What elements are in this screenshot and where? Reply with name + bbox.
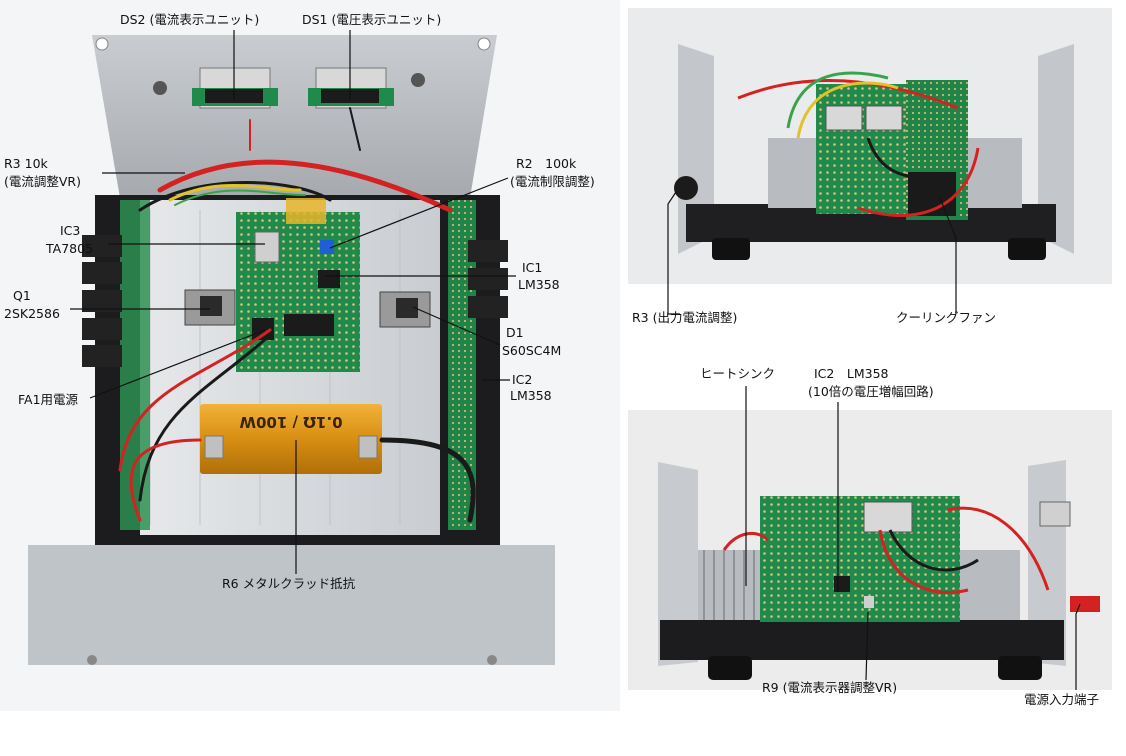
label-q1-name: Q1 xyxy=(13,288,31,303)
label-r2-value: R2 100k xyxy=(516,156,577,171)
label-heatsink: ヒートシンク xyxy=(700,366,775,381)
top-right-label-layer: R3 (出力電流調整) クーリングファン xyxy=(632,310,996,325)
resistor-marking: 0.1Ω / 100W xyxy=(239,413,343,431)
ic1-chip xyxy=(318,270,340,288)
label-fa1: FA1用電源 xyxy=(18,392,79,407)
chassis-front xyxy=(660,620,1064,660)
label-ic2-right-name: IC2 LM358 xyxy=(814,366,889,381)
label-r6: R6 メタルクラッド抵抗 xyxy=(222,576,356,591)
label-d1-part: S60SC4M xyxy=(502,343,561,358)
r9-trimmer xyxy=(864,596,874,608)
r3-knob xyxy=(674,176,698,200)
label-ic3-part: TA7805 xyxy=(45,241,93,256)
label-ic2-part: LM358 xyxy=(510,388,552,403)
label-ds2: DS2 (電流表示ユニット) xyxy=(120,12,259,27)
label-cooling-fan: クーリングファン xyxy=(896,310,996,325)
r2-trimmer xyxy=(320,240,334,254)
ic2-amplifier-board xyxy=(760,496,960,622)
connector-header xyxy=(284,314,334,336)
label-q1-part: 2SK2586 xyxy=(4,306,60,321)
ic3-regulator xyxy=(254,231,280,263)
back-panel xyxy=(92,35,497,198)
label-r2-desc: (電流制限調整) xyxy=(510,174,595,189)
power-supply-front-view xyxy=(628,410,1112,690)
label-d1-name: D1 xyxy=(506,325,524,340)
label-ic1-name: IC1 xyxy=(522,260,542,275)
label-ic2-right-desc: (10倍の電圧増幅回路) xyxy=(808,384,934,399)
bottom-right-label-layer: ヒートシンク IC2 LM358 (10倍の電圧増幅回路) R9 (電流表示器調… xyxy=(700,366,1099,707)
power-supply-top-view: 0.1Ω / 100W DS2 (電流表示ユニット) DS1 (電圧表示ユニット… xyxy=(0,0,620,711)
label-ic1-part: LM358 xyxy=(518,277,560,292)
control-board-rear xyxy=(816,84,906,214)
label-power-terminal: 電源入力端子 xyxy=(1024,692,1099,707)
power-supply-rear-view xyxy=(628,8,1112,284)
label-r3-output: R3 (出力電流調整) xyxy=(632,310,737,325)
left-photo-panel: 0.1Ω / 100W DS2 (電流表示ユニット) DS1 (電圧表示ユニット… xyxy=(0,0,620,711)
bottom-right-photo-panel xyxy=(628,410,1112,690)
fuse xyxy=(286,198,326,224)
front-panel xyxy=(28,545,555,665)
label-r3-value: R3 10k xyxy=(4,156,49,171)
r6-metal-clad-resistor xyxy=(200,404,382,474)
label-ds1: DS1 (電圧表示ユニット) xyxy=(302,12,441,27)
top-right-photo-panel xyxy=(628,8,1112,284)
label-ic2-name: IC2 xyxy=(512,372,532,387)
label-r9: R9 (電流表示器調整VR) xyxy=(762,680,897,695)
power-input-terminal xyxy=(1070,596,1100,612)
label-r3-desc: (電流調整VR) xyxy=(4,174,81,189)
label-ic3-name: IC3 xyxy=(60,223,80,238)
